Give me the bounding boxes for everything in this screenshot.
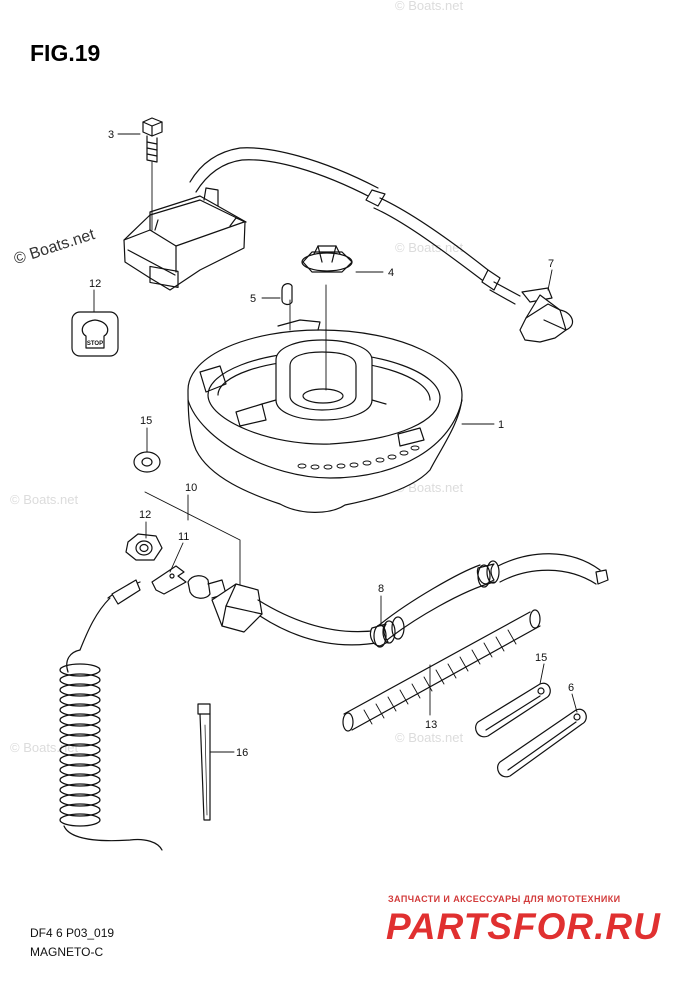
callout-7: 7 (548, 258, 554, 270)
woodruff-key (281, 283, 293, 306)
diagram-subtitle: MAGNETO-C (30, 945, 104, 959)
brand-tagline: ЗАПЧАСТИ И АКСЕССУАРЫ ДЛЯ МОТОТЕХНИКИ (388, 894, 621, 904)
callout-9: 10 (185, 482, 197, 494)
callout-15: 15 (535, 652, 547, 664)
callout-16: 16 (236, 747, 248, 759)
callout-14: 15 (140, 415, 152, 427)
callout-numbers: 3 4 5 7 12 1 15 10 12 11 8 15 6 13 16 (89, 129, 574, 759)
callout-3: 3 (108, 129, 114, 141)
callout-10: 11 (178, 531, 189, 543)
diagram-code: DF4 6 P03_019 (30, 926, 115, 940)
washer (133, 451, 161, 473)
figure-title: FIG.19 (30, 40, 101, 66)
watermark: © Boats.net (395, 730, 464, 745)
watermark: © Boats.net (395, 0, 464, 13)
flywheel-nut (301, 245, 353, 273)
callout-4: 4 (388, 267, 394, 279)
bolt (142, 117, 163, 231)
ht-cable (189, 147, 521, 305)
stop-plate-label: STOP (87, 341, 103, 347)
clip (151, 565, 187, 595)
stop-plate[interactable] (71, 311, 119, 357)
callout-lines (93, 133, 578, 753)
callout-11: 12 (139, 509, 151, 521)
watermark: © Boats.net (395, 240, 464, 255)
stop-switch-assy (59, 491, 383, 851)
switch-nut (125, 533, 163, 561)
callout-13: 13 (425, 719, 437, 731)
plug-cap (519, 287, 574, 343)
ignition-coil (123, 187, 247, 291)
watermark: © Boats.net (10, 492, 79, 507)
callout-8: 8 (378, 583, 384, 595)
callout-6: 6 (568, 682, 574, 694)
callout-1: 1 (498, 419, 504, 431)
callout-12: 12 (89, 278, 101, 290)
cable-tie (197, 703, 211, 821)
strap-upper (475, 682, 551, 738)
grommet-cable (369, 553, 609, 648)
flywheel (187, 284, 463, 513)
brand-logo[interactable]: PARTSFOR.RU (386, 906, 661, 947)
protector-tube (342, 609, 541, 732)
strap-lower (497, 708, 587, 778)
callout-5: 5 (250, 293, 256, 305)
